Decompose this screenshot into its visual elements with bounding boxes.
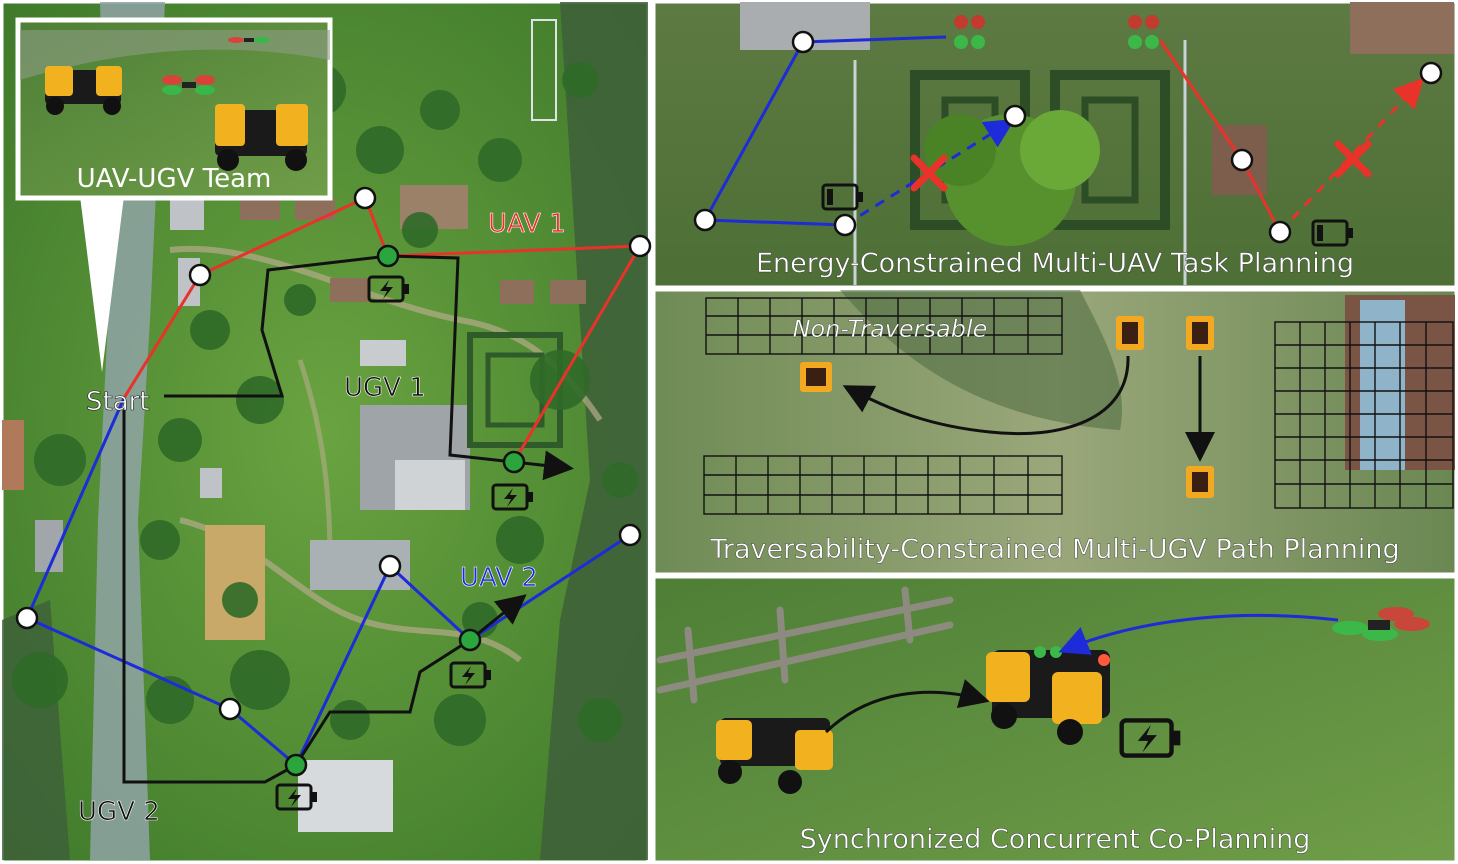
failure-x-icon (1334, 140, 1372, 178)
uav2-label: UAV 2 (460, 563, 538, 593)
ugv-robot-icon (986, 646, 1110, 745)
waypoint (618, 523, 642, 547)
co-planning-panel: Synchronized Concurrent Co-Planning (652, 575, 1458, 864)
ugv1-label: UGV 1 (344, 373, 426, 403)
charging-node (502, 450, 526, 474)
uav-drone-icon (1128, 15, 1159, 49)
waypoint (188, 263, 212, 287)
ugv2-route (122, 410, 527, 784)
non-traversable-grid (1274, 321, 1454, 509)
middle-panel-caption: Traversability-Constrained Multi-UGV Pat… (709, 534, 1399, 565)
failure-x-icon (910, 154, 948, 192)
charging-node (458, 628, 482, 652)
uav-drone-icon (954, 15, 985, 49)
waypoint (15, 606, 39, 630)
start-label: Start (86, 387, 150, 417)
bottom-panel-caption: Synchronized Concurrent Co-Planning (800, 824, 1311, 855)
ugv-robot-icon (215, 104, 308, 171)
uav-drone-icon (162, 75, 215, 95)
ugv-robot-icon (800, 362, 832, 392)
charging-nodes (284, 244, 526, 777)
waypoint (353, 186, 377, 210)
ugv-robot-icon (1186, 466, 1214, 498)
charging-node (284, 753, 308, 777)
fence (656, 586, 954, 704)
ugv-robot-icon (1116, 316, 1144, 350)
uav1-label: UAV 1 (488, 209, 566, 239)
uav-planning-panel: Energy-Constrained Multi-UAV Task Planni… (652, 0, 1458, 289)
uav-drone-icon (1332, 607, 1430, 641)
ugv2-label: UGV 2 (78, 797, 160, 827)
non-traversable-label: Non-Traversable (793, 315, 988, 343)
uav-drone-icon (228, 37, 270, 43)
callout-pointer (80, 196, 124, 372)
map-panel: UAV 1 UAV 2 UGV 1 UGV 2 Start (0, 0, 652, 864)
non-traversable-grid (703, 455, 1063, 515)
non-traversable-grid (705, 297, 1063, 355)
ugv-planning-panel: Non-Traversable Traversability-Constrain… (652, 288, 1458, 576)
uav1-route (122, 195, 643, 463)
ugv-robot-icon (716, 718, 833, 794)
waypoint (628, 234, 652, 258)
ugv-robot-icon (45, 66, 122, 115)
inset-label: UAV-UGV Team (77, 164, 272, 194)
ugv-robot-icon (1186, 316, 1214, 350)
top-panel-caption: Energy-Constrained Multi-UAV Task Planni… (756, 248, 1354, 279)
waypoints (15, 186, 652, 721)
waypoint (378, 554, 402, 578)
team-inset: UAV-UGV Team (15, 17, 333, 201)
waypoint (218, 697, 242, 721)
charging-node (376, 244, 400, 268)
